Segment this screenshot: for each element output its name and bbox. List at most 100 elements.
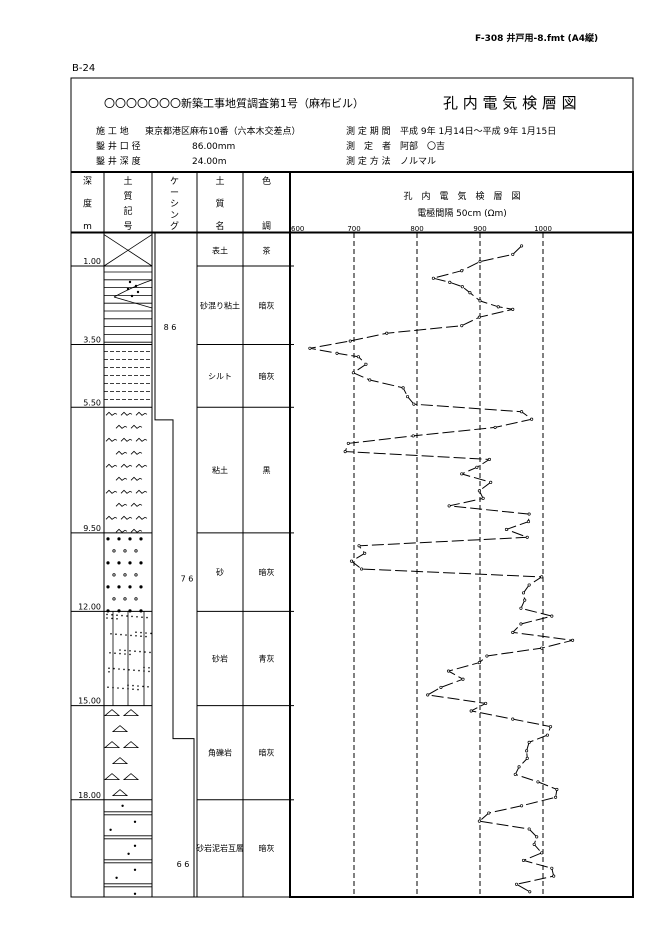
soil-name: 砂岩 <box>212 654 228 664</box>
data-point <box>517 765 521 769</box>
soil-symbol-silt <box>104 351 152 400</box>
soil-name-header-char: 土 <box>215 175 224 187</box>
depth-label: 15.00 <box>78 697 101 706</box>
data-point <box>364 362 368 366</box>
data-point <box>460 269 464 273</box>
data-point <box>351 371 355 375</box>
casing-profile: 8 67 66 6 <box>154 233 195 897</box>
data-point <box>540 646 544 650</box>
data-point <box>478 260 482 264</box>
depth-label: 12.00 <box>78 602 101 611</box>
data-point <box>468 291 472 295</box>
surveyor-label: 測 定 者 <box>346 140 391 152</box>
method-value: ノルマル <box>400 157 436 167</box>
casing-header-char: グ <box>170 220 179 232</box>
outer-frame <box>70 77 634 898</box>
symbol-header-char: 号 <box>123 221 132 232</box>
data-point <box>540 851 544 855</box>
layer-row: 5.50シルト暗灰 <box>71 351 294 408</box>
data-point <box>357 544 361 548</box>
data-point <box>545 733 549 737</box>
soil-color: 黒 <box>263 466 271 475</box>
data-point <box>511 307 515 311</box>
depth-label: 鑿 井 深 度 <box>96 155 141 167</box>
data-point <box>520 804 524 808</box>
data-point <box>496 305 500 309</box>
data-point <box>530 417 534 421</box>
form-id: F-308 井戸用-8.fmt (A4縦) <box>475 32 598 44</box>
layer-rows: 1.00表土茶3.50砂混り粘土暗灰5.50シルト暗灰9.50粘土黒12.00砂… <box>71 234 294 896</box>
data-point <box>477 489 481 493</box>
log-subtitle: 電極間隔 50cm (Ωm) <box>417 207 507 219</box>
data-point <box>520 244 524 248</box>
soil-name: 砂 <box>216 567 224 577</box>
data-point <box>484 701 488 705</box>
site-value: 東京都港区麻布10番（六本木交差点） <box>145 125 300 137</box>
column-dividers <box>103 172 244 897</box>
data-point <box>460 324 464 328</box>
soil-symbol-alternation <box>104 804 152 896</box>
soil-symbol-sand <box>106 537 143 613</box>
casing-header-char: ン <box>170 211 179 221</box>
data-point <box>385 331 389 335</box>
data-point <box>525 749 529 753</box>
data-point <box>477 315 481 319</box>
data-point <box>521 591 526 595</box>
casing-diameter-label: 8 6 <box>164 323 177 332</box>
symbol-header-char: 記 <box>123 205 132 217</box>
data-point <box>511 630 515 634</box>
data-point <box>469 709 473 713</box>
soil-symbol-fill <box>103 234 153 267</box>
data-point <box>348 339 352 343</box>
depth-header-char: m <box>83 222 92 232</box>
data-point <box>549 725 553 729</box>
data-point <box>555 787 559 791</box>
depth-header-char: 深 <box>83 176 92 187</box>
x-tick-label: 600 <box>291 225 304 233</box>
data-point <box>511 252 515 256</box>
data-point <box>475 465 479 469</box>
data-point <box>431 276 435 280</box>
data-point <box>523 598 527 602</box>
data-point <box>401 386 405 390</box>
data-point <box>343 450 347 454</box>
data-point <box>552 874 556 878</box>
casing-header-char: シ <box>170 200 179 210</box>
depth-label: 18.00 <box>78 791 101 800</box>
soil-color: 暗灰 <box>259 371 275 381</box>
soil-symbol-sandstone <box>106 611 152 706</box>
data-point <box>571 638 575 642</box>
data-point <box>525 535 529 539</box>
period-value: 平成 9年 1月14日～平成 9年 1月15日 <box>400 125 556 137</box>
depth-label: 1.00 <box>83 257 101 266</box>
symbol-header-char: 土 <box>123 175 132 187</box>
data-point <box>513 772 517 776</box>
soil-symbol-breccia <box>103 709 140 796</box>
project-title: 〇〇〇〇〇〇〇新築工事地質調査第1号（麻布ビル） <box>104 96 364 110</box>
data-point <box>481 496 485 500</box>
depth-label: 5.50 <box>83 398 101 407</box>
casing-diameter-label: 6 6 <box>177 860 190 869</box>
x-tick-label: 1000 <box>534 225 552 233</box>
data-point <box>477 819 481 823</box>
data-point <box>535 835 539 839</box>
method-label: 測 定 方 法 <box>346 155 391 167</box>
layer-row: 18.00角礫岩暗灰 <box>71 709 294 801</box>
sheet-number: B-24 <box>72 63 95 74</box>
data-point <box>526 520 531 524</box>
layer-row: 9.50粘土黒 <box>71 411 294 534</box>
data-point <box>504 527 509 531</box>
soil-name: 砂岩泥岩互層 <box>196 843 244 853</box>
data-point <box>477 661 481 665</box>
surveyor-value: 阿部 〇吉 <box>400 140 445 152</box>
data-point <box>349 559 354 563</box>
soil-color: 青灰 <box>259 654 275 664</box>
data-point <box>521 858 526 862</box>
x-tick-label: 800 <box>410 225 423 233</box>
log-title: 孔 内 電 気 検 層 図 <box>403 190 520 202</box>
data-point <box>360 567 364 571</box>
depth-label: 9.50 <box>83 524 101 533</box>
